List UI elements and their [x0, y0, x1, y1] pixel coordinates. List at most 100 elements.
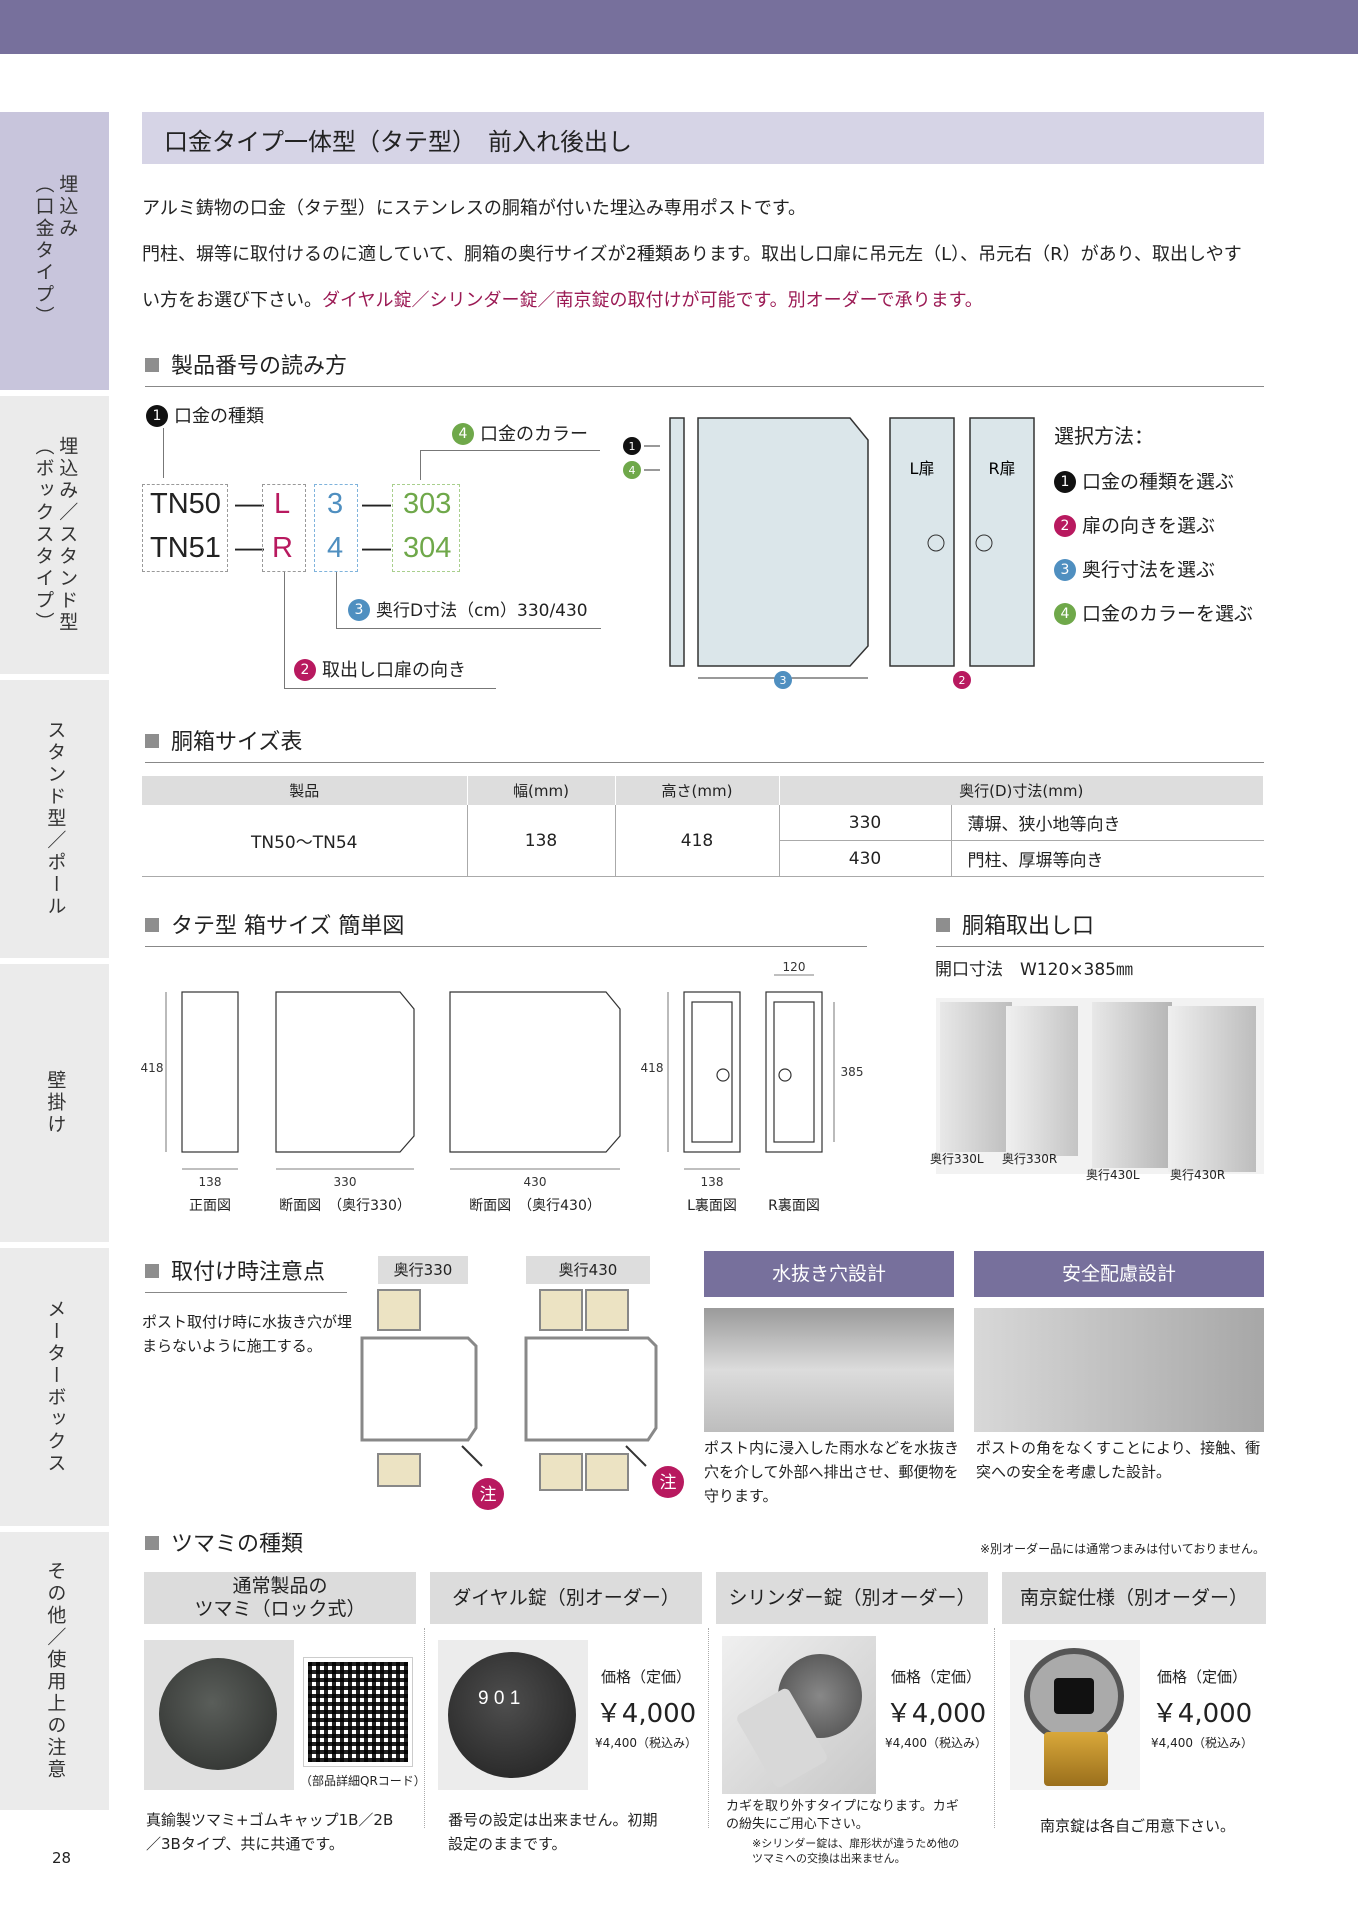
safety-text: ポストの角をなくすことにより、接触、衝突への安全を考慮した設計。: [976, 1439, 1261, 1481]
knob-image: [159, 1658, 277, 1770]
dim-label: 430: [524, 1175, 547, 1189]
cell-product: TN50〜TN54: [142, 805, 468, 877]
column-divider: [424, 1628, 425, 1828]
photo-caption: 奥行330R: [1002, 1152, 1058, 1166]
marker-4-text: 4: [629, 464, 636, 477]
cylinder-price: 価格（定価） ￥4,000 ¥4,400（税込み）: [880, 1666, 992, 1751]
opening-size: 開口寸法 W120×385㎜: [935, 960, 1133, 980]
code-dash: —: [362, 488, 391, 520]
knob-photo: [144, 1640, 294, 1790]
caution-mark: [652, 1466, 684, 1498]
caution-mark-text: 注: [660, 1473, 677, 1493]
drain-photo: [704, 1308, 954, 1432]
knob-normal-title: 通常製品の ツマミ（ロック式）: [144, 1572, 416, 1624]
tag-depth-330: 奥行330: [378, 1256, 468, 1284]
dim-label: 418: [141, 1061, 164, 1075]
price-tax: ¥4,400（税込み）: [1151, 1736, 1253, 1750]
caution-diagram: 注 注: [360, 1289, 684, 1510]
photo-caption: 奥行430L: [1086, 1168, 1140, 1182]
sidebar-item-wall[interactable]: 壁掛け: [0, 964, 109, 1242]
code-box-color: [392, 484, 460, 572]
code-dash: —: [235, 532, 264, 564]
tag-depth-430: 奥行430: [526, 1256, 650, 1284]
code-dash: —: [235, 488, 264, 520]
code-l: L: [274, 488, 291, 520]
door-l-label: L扉: [910, 459, 935, 478]
leader-line: [336, 572, 337, 628]
sidebar-label: スタンド型／ポール: [44, 720, 67, 918]
photo-caption: 奥行430R: [1170, 1168, 1226, 1182]
sidebar-label: 埋込み: [56, 174, 79, 240]
leader-line: [420, 450, 600, 451]
back-view-r: [765, 991, 823, 1153]
back-view-r-opening: [773, 1001, 815, 1143]
code-304: 304: [403, 532, 452, 564]
back-view-l: [683, 991, 741, 1153]
code-r: R: [272, 532, 293, 564]
dial-lock-photo: 9 0 1: [438, 1640, 588, 1790]
marker-1: [623, 437, 641, 455]
intro-line-text: い方をお選び下さい。: [142, 290, 322, 311]
price-label: 価格（定価）: [1156, 1668, 1247, 1686]
drain-text: ポスト内に浸入した雨水などを水抜き穴を介して外部へ排出させ、郵便物を守ります。: [704, 1439, 960, 1505]
leader-line: [420, 450, 421, 480]
sidebar-item-embedded-box[interactable]: 埋込み／スタンド型（ボックスタイプ）: [0, 396, 109, 674]
table-row: 430 門柱、厚塀等向き: [142, 840, 1264, 877]
sidebar-item-stand-pole[interactable]: スタンド型／ポール: [0, 680, 109, 958]
sidebar-item-embedded-cap[interactable]: 埋込み（口金タイプ）: [0, 112, 109, 390]
cylinder-text: カギを取り外すタイプになります。カギの紛失にご用心下さい。: [726, 1799, 959, 1832]
sidebar-item-meterbox[interactable]: メーターボックス: [0, 1248, 109, 1526]
section-heading-caution: 取付け時注意点: [145, 1254, 347, 1293]
intro-line: い方をお選び下さい。ダイヤル錠／シリンダー錠／南京錠の取付けが可能です。別オーダ…: [142, 278, 1272, 324]
padlock-square: [1054, 1678, 1094, 1714]
door-r-hole: [975, 534, 993, 552]
cell-use: 薄塀、狭小地等向き: [951, 805, 1264, 841]
sidebar-sublabel: （ボックスタイプ）: [32, 436, 55, 634]
sidebar-item-other[interactable]: その他／使用上の注意: [0, 1532, 109, 1810]
table-header: 奥行(D)寸法(mm): [779, 776, 1264, 805]
dial-digits: 9 0 1: [478, 1688, 521, 1709]
selection-title: 選択方法：: [1054, 424, 1154, 448]
number-badge: 2: [1054, 515, 1076, 537]
page-title: 口金タイプ一体型（タテ型） 前入れ後出し: [142, 112, 1264, 164]
section-view-330: [275, 991, 415, 1153]
code-tn51: TN51: [150, 532, 221, 564]
section-view-430: [449, 991, 621, 1153]
dial-text: 番号の設定は出来ません。初期設定のままです。: [448, 1811, 658, 1853]
sidebar-label: 埋込み／スタンド型: [56, 436, 79, 634]
intro-text: アルミ鋳物の口金（タテ型）にステンレスの胴箱が付いた埋込み専用ポストです。 門柱…: [142, 186, 1272, 324]
back-view-l-hole: [716, 1068, 730, 1082]
code-dash: —: [362, 532, 391, 564]
price-value: ￥4,000: [1151, 1699, 1253, 1729]
cylinder-lock-photo: [722, 1636, 876, 1794]
column-divider: [994, 1628, 995, 1828]
front-view: [181, 991, 239, 1153]
cap-frame: [669, 417, 685, 667]
intro-line: 門柱、塀等に取付けるのに適していて、胴箱の奥行サイズが2種類あります。取出し口扉…: [142, 244, 1242, 265]
sidebar-label: メーターボックス: [44, 1299, 67, 1475]
dim-label: 385: [841, 1065, 864, 1079]
product-schematic: 1 4 3 L扉 R扉 2: [623, 417, 1035, 689]
top-banner: [0, 0, 1358, 54]
qr-code-icon[interactable]: [303, 1657, 413, 1767]
photo-caption: 奥行330L: [930, 1152, 984, 1166]
knob-normal-text: 真鍮製ツマミ+ゴムキャップ1B／2B／3Bタイプ、共に共通です。: [146, 1811, 394, 1853]
number-badge: 4: [452, 423, 474, 445]
number-badge: 3: [1054, 559, 1076, 581]
caution-mark-text: 注: [480, 1485, 497, 1505]
dial-lock-image: 9 0 1: [448, 1652, 576, 1778]
back-view-r-hole: [778, 1068, 792, 1082]
code-box-door: [262, 484, 306, 572]
box-photos: [936, 998, 1264, 1174]
number-badge: 1: [146, 405, 168, 427]
code-303: 303: [403, 488, 452, 520]
knobs-note: ※別オーダー品には通常つまみは付いておりません。: [980, 1542, 1265, 1556]
padlock-text: 南京錠は各自ご用意下さい。: [1040, 1817, 1236, 1835]
knob-cylinder-title: シリンダー錠（別オーダー）: [716, 1572, 988, 1624]
cell-width: 138: [467, 805, 616, 877]
code-box-type: [142, 484, 228, 572]
